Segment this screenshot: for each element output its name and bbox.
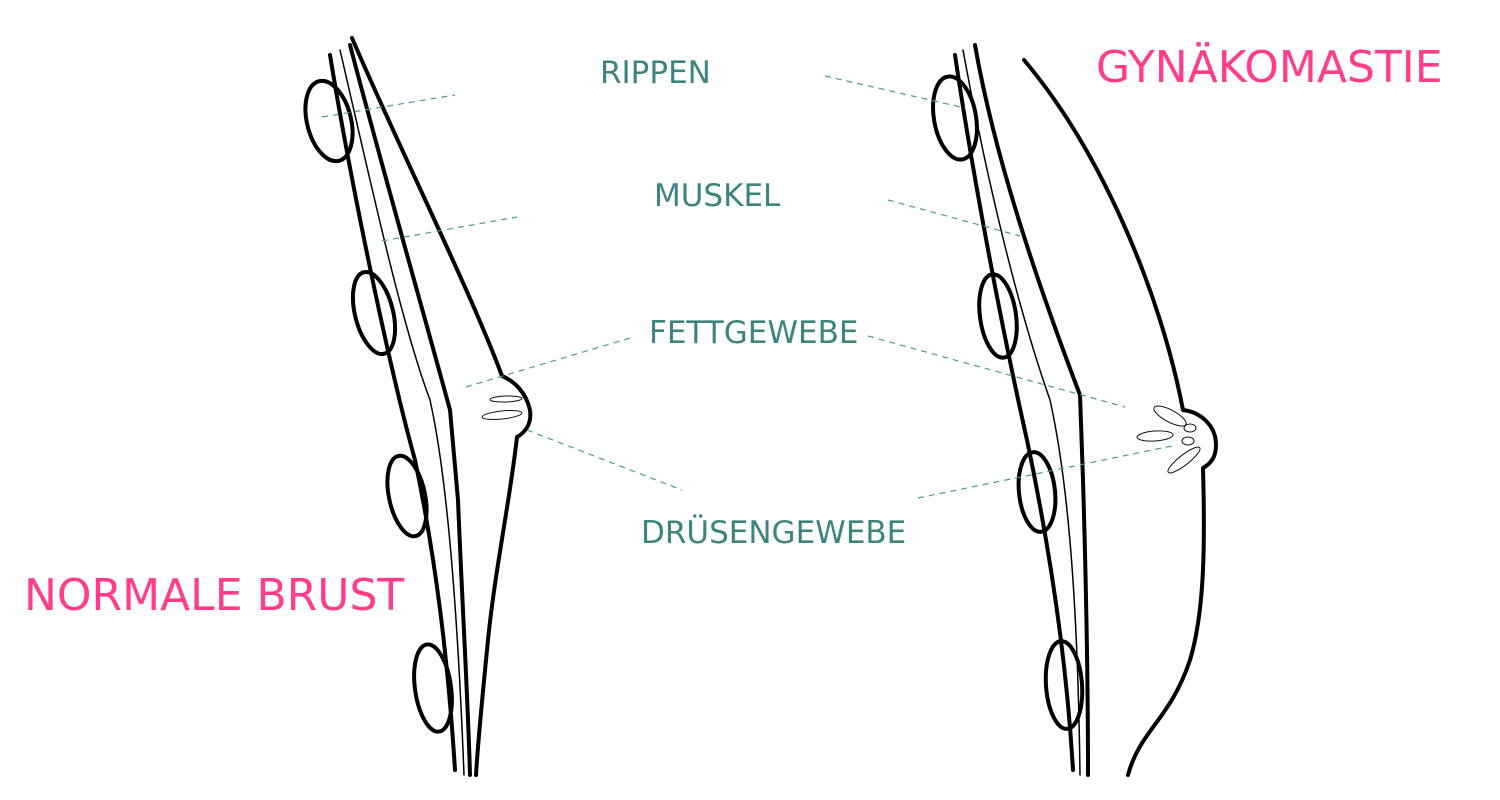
label-fat-tissue: FETTGEWEBE: [649, 315, 859, 351]
gland: [481, 410, 523, 420]
thin-tissue-line: [962, 49, 1081, 776]
skin-line: [1022, 58, 1218, 777]
label-gland-tissue: DRÜSENGEWEBE: [641, 515, 907, 551]
title-normal-breast: NORMALE BRUST: [24, 570, 405, 621]
thin-tissue-line: [339, 49, 465, 776]
muscle-line: [348, 43, 472, 777]
fat-leader-right: [867, 335, 1126, 408]
muscle-leader-left: [381, 216, 518, 242]
ribs-leader-right: [824, 75, 966, 109]
rib: [931, 74, 979, 162]
rib: [412, 642, 454, 734]
title-gynecomastia: GYNÄKOMASTIE: [1096, 42, 1443, 93]
muscle-line: [973, 43, 1090, 777]
gland: [1167, 446, 1201, 474]
rib: [303, 78, 355, 164]
normal-chest-illustration: [303, 36, 533, 777]
gland: [1153, 405, 1187, 427]
gland: [1181, 436, 1195, 446]
leader-lines: [321, 75, 1173, 499]
gland: [1136, 430, 1174, 442]
label-ribs: RIPPEN: [600, 55, 711, 91]
skin-line: [350, 36, 533, 777]
gland-leader-left: [526, 429, 683, 491]
ribcage-line: [328, 53, 457, 772]
rib: [385, 453, 429, 539]
gland: [489, 395, 523, 403]
gynecomastia-illustration: [931, 43, 1218, 777]
label-muscle: MUSKEL: [654, 178, 781, 214]
gland: [1183, 423, 1197, 433]
ribcage-line: [953, 53, 1075, 772]
ribs-leader-left: [321, 94, 456, 118]
muscle-leader-right: [887, 199, 1021, 237]
